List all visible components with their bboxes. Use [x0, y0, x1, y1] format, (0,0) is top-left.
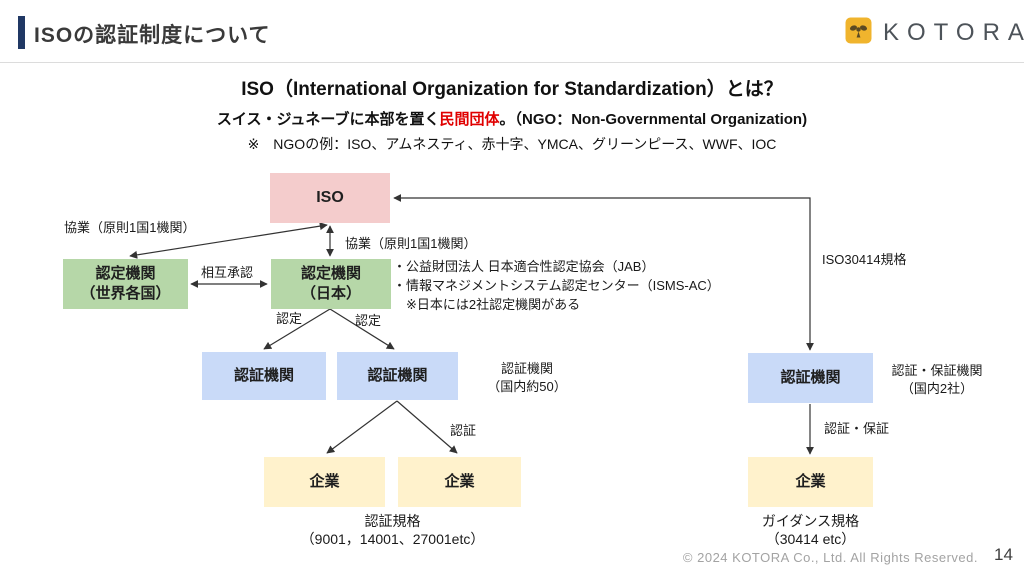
- header-divider: [0, 62, 1024, 63]
- intro-ngo-examples: ※ NGOの例：ISO、アムネスティ、赤十字、YMCA、グリーンピース、WWF、…: [247, 136, 777, 152]
- label-jab-note: ・公益財団法人 日本適合性認定協会（JAB） ・情報マネジメントシステム認定セン…: [393, 257, 720, 314]
- arrow-iso-world: [129, 222, 328, 259]
- company-box-2: 企業: [398, 457, 521, 507]
- label-certbody-right-note: 認証・保証機関 （国内2社）: [872, 362, 1002, 397]
- arrow-certbody-company1: [326, 400, 398, 454]
- kotora-logo-text: KOTORA: [883, 19, 1024, 46]
- title-accent-bar: [18, 16, 25, 49]
- arrow-japan-certbody2: [329, 308, 395, 350]
- intro-sub-pre: スイス・ジュネーブに本部を置く: [216, 111, 440, 128]
- certbody-note-line2: （国内約50）: [487, 378, 567, 394]
- certification-body-box-1: 認証機関: [202, 352, 326, 400]
- accreditation-japan-line1: 認定機関: [300, 264, 361, 282]
- intro-block: ISO（International Organization for Stand…: [0, 74, 1024, 154]
- jab-note-line1: ・公益財団法人 日本適合性認定協会（JAB）: [393, 259, 655, 274]
- accreditation-japan-box: 認定機関 （日本）: [271, 259, 391, 309]
- label-cert-standard: 認証規格 （9001，14001、27001etc）: [250, 512, 535, 548]
- label-nintei-right: 認定: [355, 313, 382, 328]
- jab-note-line2: ・情報マネジメントシステム認定センター（ISMS-AC）: [393, 278, 720, 293]
- accreditation-world-box: 認定機関 （世界各国）: [63, 259, 188, 309]
- label-kyogyo-left: 協業（原則1国1機関）: [64, 220, 196, 235]
- label-iso30414: ISO30414規格: [822, 252, 907, 267]
- kotora-bird-icon: [845, 17, 872, 49]
- intro-heading: ISO（International Organization for Stand…: [241, 79, 783, 100]
- label-ninsho-hosho: 認証・保証: [824, 421, 890, 436]
- cert-standard-line1: 認証規格: [364, 513, 421, 529]
- label-guidance-standard: ガイダンス規格 （30414 etc）: [728, 512, 893, 548]
- company-box-right: 企業: [748, 457, 873, 507]
- kotora-logo: KOTORA: [845, 17, 1024, 49]
- accreditation-world-line1: 認定機関: [95, 264, 156, 282]
- arrow-japan-certbody1: [263, 308, 331, 350]
- guidance-standard-line2: （30414 etc）: [765, 531, 856, 548]
- company-box-1: 企業: [264, 457, 385, 507]
- iso-box: ISO: [270, 173, 390, 223]
- label-nintei-left: 認定: [276, 311, 303, 326]
- cert-standard-line2: （9001，14001、27001etc）: [300, 531, 485, 548]
- accreditation-japan-line2: （日本）: [300, 285, 361, 302]
- certbody-note-line1: 認証機関: [500, 361, 553, 376]
- jab-note-line3: ※日本には2社認定機関がある: [393, 297, 581, 312]
- certbody-right-note-line1: 認証・保証機関: [891, 363, 983, 378]
- certification-body-box-2: 認証機関: [337, 352, 458, 400]
- label-certbody-note: 認証機関 （国内約50）: [467, 360, 587, 395]
- page-number: 14: [994, 545, 1013, 564]
- arrow-iso30414-elbow: [393, 194, 814, 351]
- page-title: ISOの認証制度について: [34, 24, 271, 47]
- label-ninsho: 認証: [450, 423, 477, 438]
- arrow-certbody-company2: [396, 400, 458, 454]
- certification-body-box-right: 認証機関: [748, 353, 873, 403]
- intro-sub-post: 。（NGO：Non-Governmental Organization): [499, 111, 808, 128]
- intro-sub-red: 民間団体: [439, 111, 500, 128]
- intro-subheading: スイス・ジュネーブに本部を置く民間団体。（NGO：Non-Governmenta…: [0, 108, 1024, 129]
- accreditation-world-line2: （世界各国）: [80, 285, 171, 302]
- copyright-text: © 2024 KOTORA Co., Ltd. All Rights Reser…: [682, 550, 978, 565]
- label-mutual-recognition: 相互承認: [201, 265, 254, 280]
- label-kyogyo-center: 協業（原則1国1機関）: [345, 236, 477, 251]
- certbody-right-note-line2: （国内2社）: [900, 380, 974, 396]
- guidance-standard-line1: ガイダンス規格: [761, 513, 860, 529]
